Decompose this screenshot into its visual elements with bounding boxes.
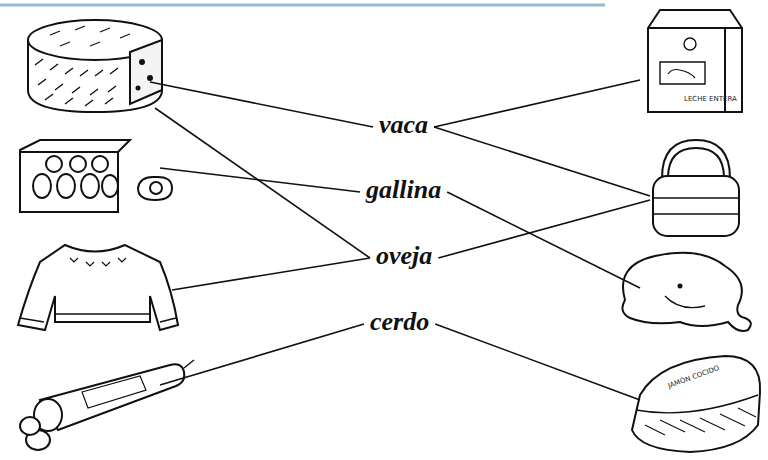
animal-word: oveja — [374, 242, 434, 271]
sausage-drawing — [20, 360, 194, 450]
animal-name: oveja — [376, 241, 432, 270]
matching-line — [160, 168, 360, 192]
matching-line — [434, 80, 640, 127]
eggs-drawing — [20, 140, 172, 212]
animal-name: gallina — [366, 175, 441, 204]
animal-name: vaca — [379, 110, 428, 139]
bag-drawing — [653, 140, 739, 236]
chicken-drawing — [622, 253, 750, 331]
matching-line — [160, 324, 364, 385]
matching-line — [438, 200, 650, 258]
matching-line — [150, 82, 373, 127]
cheese-drawing — [28, 20, 162, 112]
animal-word: gallina — [364, 176, 443, 205]
sweater-drawing — [18, 245, 178, 330]
matching-line — [172, 258, 370, 290]
matching-line — [434, 127, 650, 196]
matching-line — [447, 192, 640, 288]
ham-drawing — [632, 356, 760, 452]
header-rule — [0, 4, 605, 7]
package-label: LECHE ENTERA — [684, 96, 737, 104]
animal-word: cerdo — [368, 308, 431, 337]
matching-line — [435, 324, 640, 400]
animal-name: cerdo — [370, 307, 429, 336]
milk-carton-drawing — [648, 10, 742, 112]
animal-word: vaca — [377, 111, 430, 140]
matching-line — [155, 108, 370, 258]
